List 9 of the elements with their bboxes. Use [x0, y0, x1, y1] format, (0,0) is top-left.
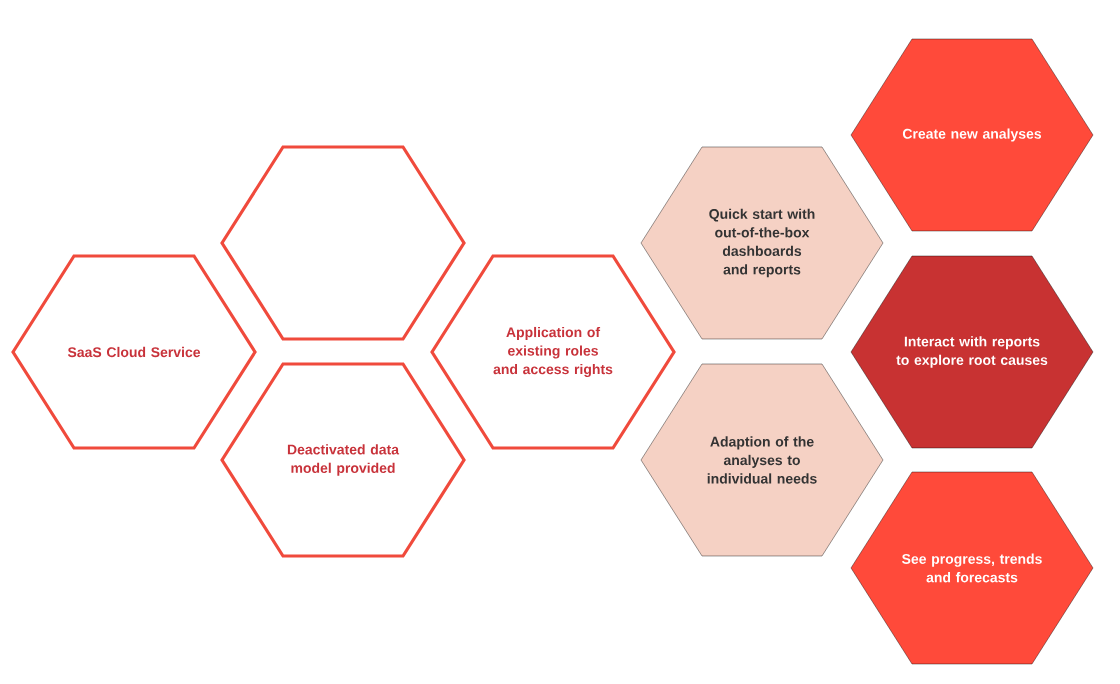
hexagon: Adaption of the analyses to individual needs — [640, 363, 884, 557]
hexagon: Deactivated data model provided — [220, 362, 466, 558]
hexagon: See progress, trends and forecasts — [850, 471, 1094, 665]
hexagon: Interact with reports to explore root causes — [850, 255, 1094, 449]
hexagon: SaaS Cloud Service — [11, 254, 257, 450]
hexagon: Create new analyses — [850, 38, 1094, 232]
hexagon: Quick start with out-of-the-box dashboards and reports — [640, 146, 884, 340]
hexagon — [220, 145, 466, 341]
hexagon: Application of existing roles and access rights — [430, 254, 676, 450]
